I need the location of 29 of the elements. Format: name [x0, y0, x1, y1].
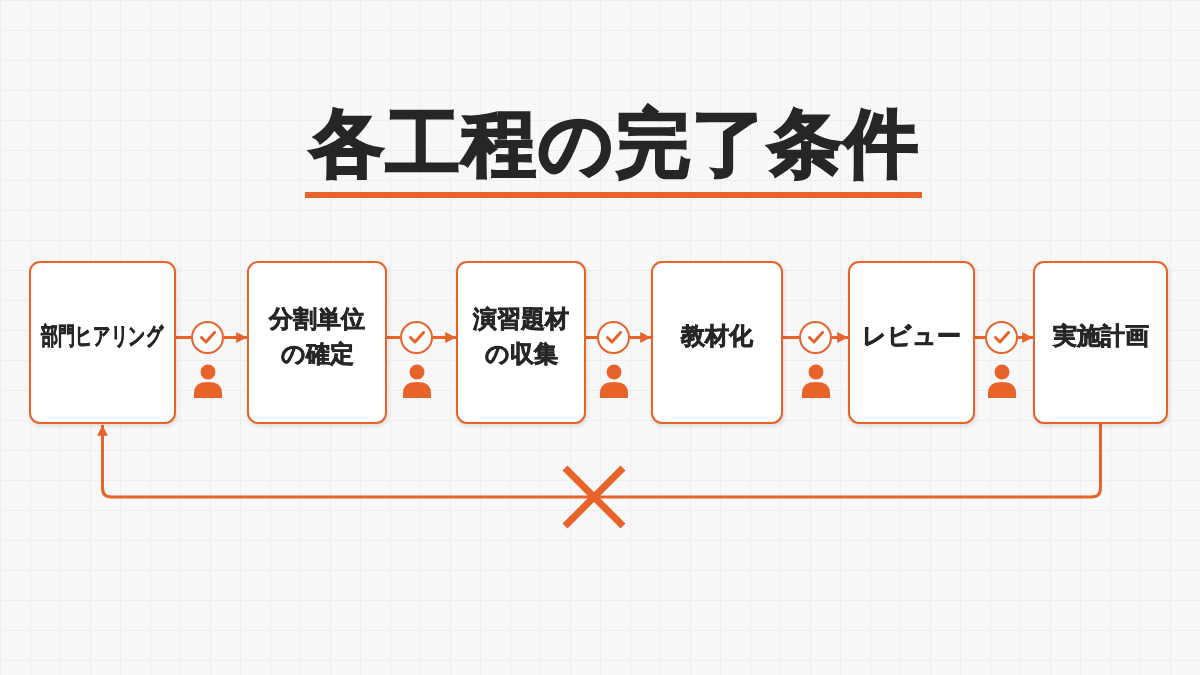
- connector-line: [783, 336, 799, 339]
- checkpoint-circle: [597, 321, 630, 354]
- checkpoint-circle: [400, 321, 433, 354]
- arrow: [224, 332, 247, 343]
- connector-line: [176, 336, 191, 339]
- connector-line: [975, 336, 985, 339]
- step-label: 分割単位の確定: [267, 303, 366, 370]
- checkpoint-circle: [799, 321, 832, 354]
- title: 各工程の完了条件: [310, 106, 920, 180]
- process-box: [1033, 261, 1168, 424]
- step-label: 実施計画: [1052, 321, 1149, 353]
- arrow: [832, 332, 848, 343]
- process-box: [848, 261, 975, 424]
- step-label: 演習題材の収集: [472, 303, 570, 370]
- arrow: [630, 332, 651, 343]
- connector-line: [586, 336, 597, 339]
- step-label: 教材化: [681, 321, 753, 353]
- step-label: レビュー: [862, 321, 961, 353]
- process-box: [651, 261, 783, 424]
- step-label: 部門ヒアリング: [41, 321, 164, 353]
- arrow: [97, 424, 1102, 499]
- checkpoint-circle: [191, 321, 224, 354]
- process-box: [247, 261, 387, 424]
- arrow: [1018, 332, 1033, 343]
- connector-line: [387, 336, 400, 339]
- arrow: [433, 332, 456, 343]
- checkpoint-circle: [985, 321, 1018, 354]
- process-box: [456, 261, 586, 424]
- process-box: [29, 261, 176, 424]
